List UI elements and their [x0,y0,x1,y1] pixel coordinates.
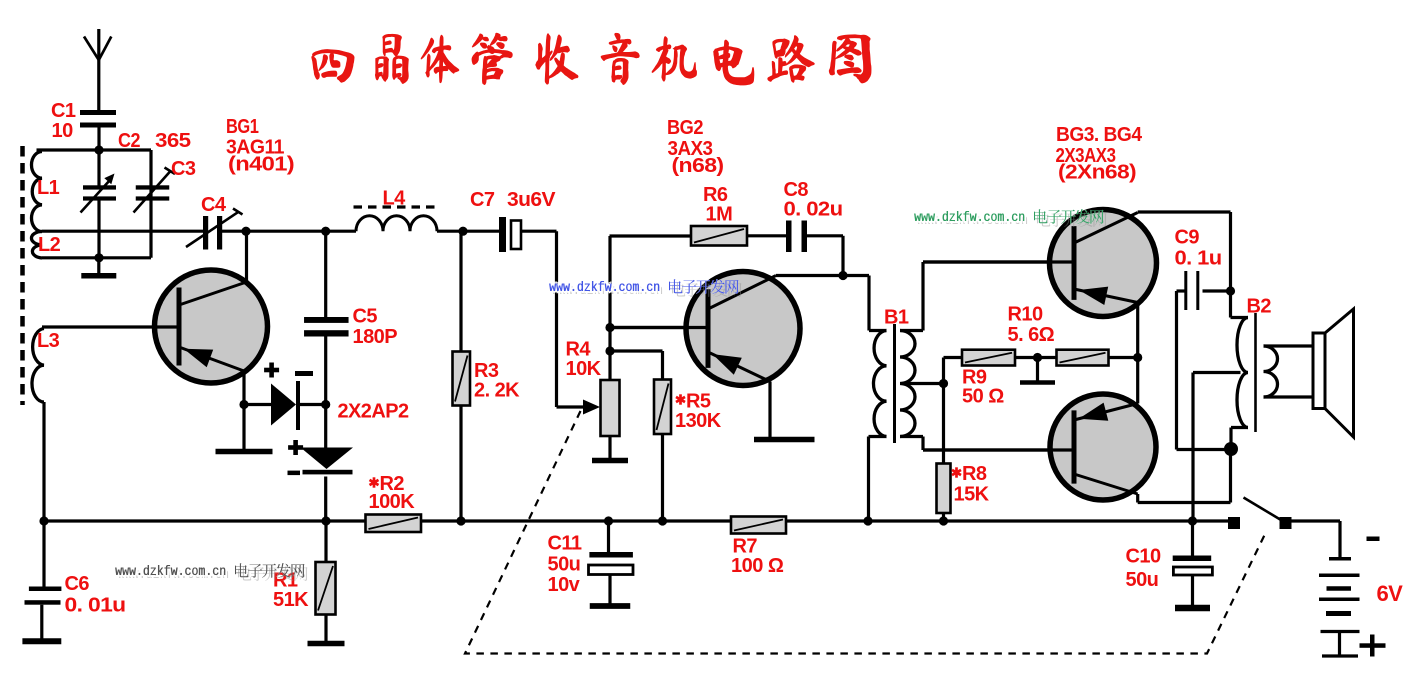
svg-text:www.dzkfw.com.cn: www.dzkfw.com.cn [916,210,1027,226]
svg-text:C4: C4 [201,194,227,216]
svg-text:6V: 6V [1377,581,1404,606]
svg-text:BG2: BG2 [667,117,703,139]
svg-text:R8: R8 [962,463,987,485]
svg-text:BG3. BG4: BG3. BG4 [1056,124,1143,146]
svg-text:R2: R2 [380,473,405,495]
svg-text:www.dzkfw.com.cn: www.dzkfw.com.cn [913,209,1024,225]
svg-text:(n401): (n401) [228,154,294,176]
svg-text:0. 02u: 0. 02u [784,199,843,221]
svg-text:www.dzkfw.com.cn: www.dzkfw.com.cn [115,564,226,580]
svg-text:www.dzkfw.com.cn: www.dzkfw.com.cn [914,208,1025,224]
svg-text:5. 6Ω: 5. 6Ω [1008,324,1055,346]
svg-text:www.dzkfw.com.cn: www.dzkfw.com.cn [115,566,226,582]
svg-text:R9: R9 [962,367,987,389]
svg-text:C5: C5 [353,306,378,328]
svg-text:L3: L3 [37,330,60,352]
svg-text:R3: R3 [474,360,499,382]
svg-text:130K: 130K [675,410,722,432]
svg-text:www.dzkfw.com.cn: www.dzkfw.com.cn [549,280,660,296]
svg-text:www.dzkfw.com.cn: www.dzkfw.com.cn [549,282,660,298]
svg-text:C10: C10 [1126,546,1161,568]
svg-text:www.dzkfw.com.cn: www.dzkfw.com.cn [547,280,658,296]
svg-text:www.dzkfw.com.cn: www.dzkfw.com.cn [113,564,224,580]
svg-text:B1: B1 [884,307,909,329]
svg-text:www.dzkfw.com.cn: www.dzkfw.com.cn [552,283,663,299]
svg-text:www.dzkfw.com.cn: www.dzkfw.com.cn [914,210,1025,226]
svg-text:10v: 10v [548,574,581,596]
svg-text:www.dzkfw.com.cn: www.dzkfw.com.cn [551,279,662,295]
svg-text:www.dzkfw.com.cn: www.dzkfw.com.cn [914,212,1025,228]
svg-text:2. 2K: 2. 2K [474,380,520,402]
svg-text:C8: C8 [784,179,809,201]
svg-text:www.dzkfw.com.cn: www.dzkfw.com.cn [549,280,660,296]
svg-text:10K: 10K [566,358,602,380]
svg-text:2X3AX3: 2X3AX3 [1056,145,1116,167]
svg-text:C7: C7 [470,189,495,211]
svg-text:R10: R10 [1008,304,1043,326]
svg-text:3u6V: 3u6V [507,189,556,211]
svg-text:www.dzkfw.com.cn: www.dzkfw.com.cn [118,567,229,583]
svg-text:15K: 15K [954,484,990,506]
svg-text:100 Ω: 100 Ω [731,555,784,577]
svg-text:L4: L4 [383,188,407,210]
svg-text:100K: 100K [369,491,416,513]
svg-text:www.dzkfw.com.cn: www.dzkfw.com.cn [551,282,662,298]
svg-text:www.dzkfw.com.cn: www.dzkfw.com.cn [117,566,228,582]
svg-text:www.dzkfw.com.cn: www.dzkfw.com.cn [117,563,228,579]
svg-text:www.dzkfw.com.cn: www.dzkfw.com.cn [548,282,659,298]
svg-text:180P: 180P [353,326,398,348]
svg-text:2X2AP2: 2X2AP2 [338,401,409,423]
svg-text:R4: R4 [566,339,592,361]
svg-text:www.dzkfw.com.cn: www.dzkfw.com.cn [916,212,1027,228]
svg-text:www.dzkfw.com.cn: www.dzkfw.com.cn [913,212,1024,228]
svg-text:www.dzkfw.com.cn: www.dzkfw.com.cn [912,210,1023,226]
svg-text:www.dzkfw.com.cn: www.dzkfw.com.cn [115,564,226,580]
svg-text:BG1: BG1 [226,116,259,138]
svg-text:B2: B2 [1247,296,1272,318]
svg-text:L1: L1 [37,177,60,199]
svg-text:50u: 50u [1126,569,1159,591]
svg-text:50u: 50u [548,554,581,576]
svg-text:www.dzkfw.com.cn: www.dzkfw.com.cn [549,280,660,296]
svg-text:L2: L2 [38,234,61,256]
svg-text:www.dzkfw.com.cn: www.dzkfw.com.cn [114,566,225,582]
svg-text:R5: R5 [686,391,711,413]
svg-text:R6: R6 [703,184,728,206]
svg-text:10: 10 [52,120,74,142]
svg-text:www.dzkfw.com.cn: www.dzkfw.com.cn [115,562,226,578]
svg-text:C6: C6 [65,573,90,595]
svg-text:0. 01u: 0. 01u [65,595,126,617]
svg-text:www.dzkfw.com.cn: www.dzkfw.com.cn [115,564,226,580]
svg-text:C9: C9 [1175,227,1200,249]
svg-text:0. 1u: 0. 1u [1175,248,1222,270]
svg-text:www.dzkfw.com.cn: www.dzkfw.com.cn [117,564,228,580]
svg-text:www.dzkfw.com.cn: www.dzkfw.com.cn [549,278,660,294]
svg-text:51K: 51K [273,589,309,611]
svg-text:www.dzkfw.com.cn: www.dzkfw.com.cn [548,279,659,295]
svg-text:(n68): (n68) [672,155,724,177]
svg-text:www.dzkfw.com.cn: www.dzkfw.com.cn [914,210,1025,226]
svg-text:C3: C3 [171,158,196,180]
svg-text:(2Xn68): (2Xn68) [1058,162,1136,184]
svg-text:www.dzkfw.com.cn: www.dzkfw.com.cn [914,210,1025,226]
svg-text:50 Ω: 50 Ω [962,386,1004,408]
svg-text:www.dzkfw.com.cn: www.dzkfw.com.cn [916,209,1027,225]
svg-text:3AX3: 3AX3 [668,138,713,160]
svg-text:C2: C2 [118,130,140,152]
svg-text:C1: C1 [51,100,76,122]
svg-text:1M: 1M [706,204,733,226]
svg-text:3AG11: 3AG11 [226,137,284,159]
svg-text:www.dzkfw.com.cn: www.dzkfw.com.cn [551,280,662,296]
svg-text:C11: C11 [548,533,582,555]
svg-text:R7: R7 [733,536,758,558]
svg-text:365: 365 [155,130,191,152]
svg-text:www.dzkfw.com.cn: www.dzkfw.com.cn [114,563,225,579]
svg-text:www.dzkfw.com.cn: www.dzkfw.com.cn [917,213,1028,229]
